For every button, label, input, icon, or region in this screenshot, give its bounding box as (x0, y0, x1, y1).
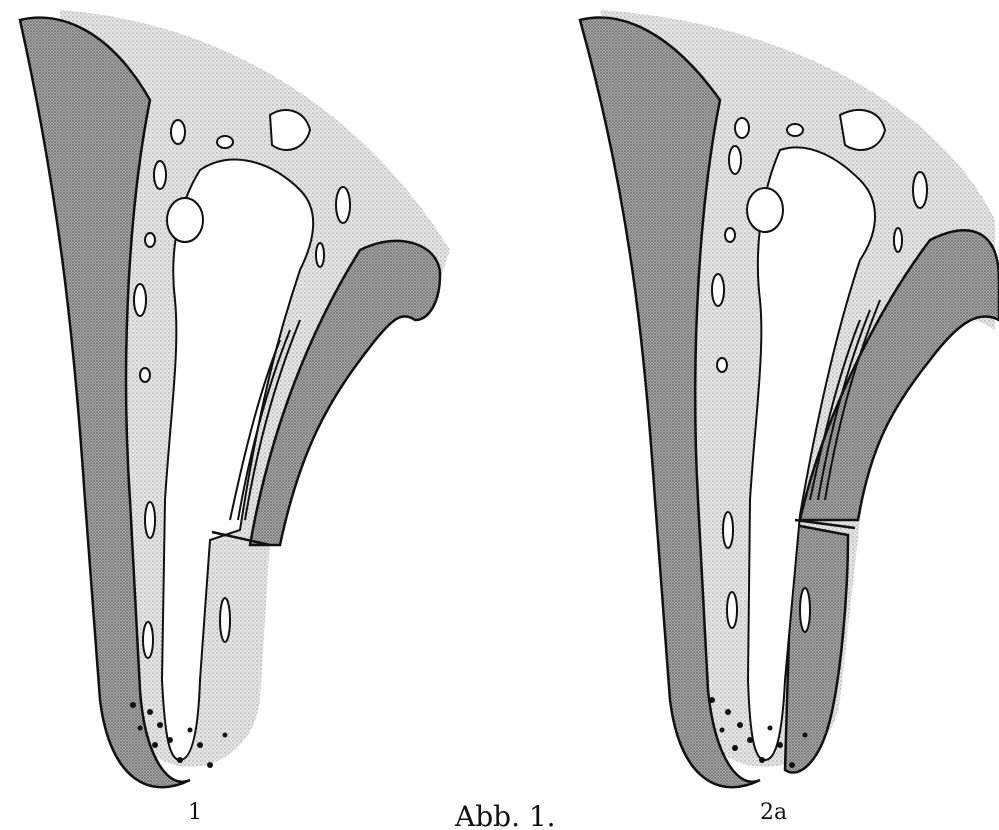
lacuna (167, 198, 203, 242)
lacuna (723, 512, 733, 548)
panel-1-illustration (20, 10, 450, 787)
lacuna (145, 233, 155, 247)
lacuna (171, 120, 185, 144)
lacuna (717, 358, 727, 372)
lacuna (747, 188, 783, 232)
lacuna (145, 502, 155, 538)
lacuna (729, 146, 741, 174)
lacuna (336, 187, 350, 223)
lacuna (220, 598, 230, 642)
lacuna (143, 622, 153, 658)
lacuna (712, 274, 724, 306)
panel-2a-label: 2a (760, 800, 787, 825)
panel-2a-illustration (580, 10, 999, 787)
panel-1-label: 1 (188, 800, 202, 825)
lacuna (316, 243, 324, 267)
lacuna (154, 161, 166, 189)
lacuna (134, 284, 146, 316)
lacuna (217, 136, 233, 148)
lacuna (840, 110, 885, 150)
lacuna (787, 124, 803, 136)
lacuna (800, 588, 810, 632)
lacuna (727, 592, 737, 628)
lacuna (140, 368, 150, 382)
lacuna (725, 228, 735, 242)
figure-caption: Abb. 1. (455, 800, 556, 830)
lacuna (913, 172, 927, 208)
lacuna (735, 118, 749, 138)
lacuna (894, 228, 902, 252)
